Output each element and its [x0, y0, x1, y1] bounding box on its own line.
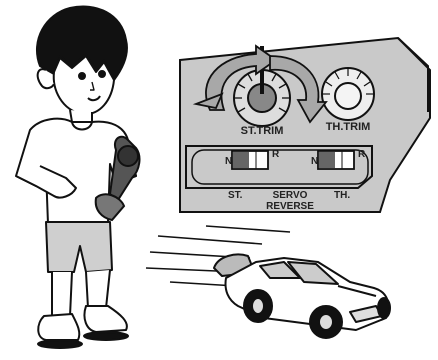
switch-n-label-right: N	[311, 156, 318, 167]
switch-r-label-right: R	[358, 149, 366, 160]
th-trim-dial-icon[interactable]	[322, 68, 374, 120]
switch-r-label-left: R	[272, 149, 280, 160]
th-trim-label: TH.TRIM	[326, 121, 371, 133]
servo-reverse-switch-left[interactable]	[232, 151, 268, 169]
reverse-label: REVERSE	[266, 201, 314, 212]
servo-label: SERVO	[273, 190, 308, 201]
st-label: ST.	[228, 190, 243, 201]
th-label: TH.	[334, 190, 350, 201]
rc-car-icon	[214, 255, 390, 339]
switch-n-label-left: N	[225, 156, 232, 167]
transmitter-panel	[180, 38, 430, 212]
servo-reverse-switch-right[interactable]	[318, 151, 354, 169]
st-trim-label: ST.TRIM	[241, 125, 284, 137]
